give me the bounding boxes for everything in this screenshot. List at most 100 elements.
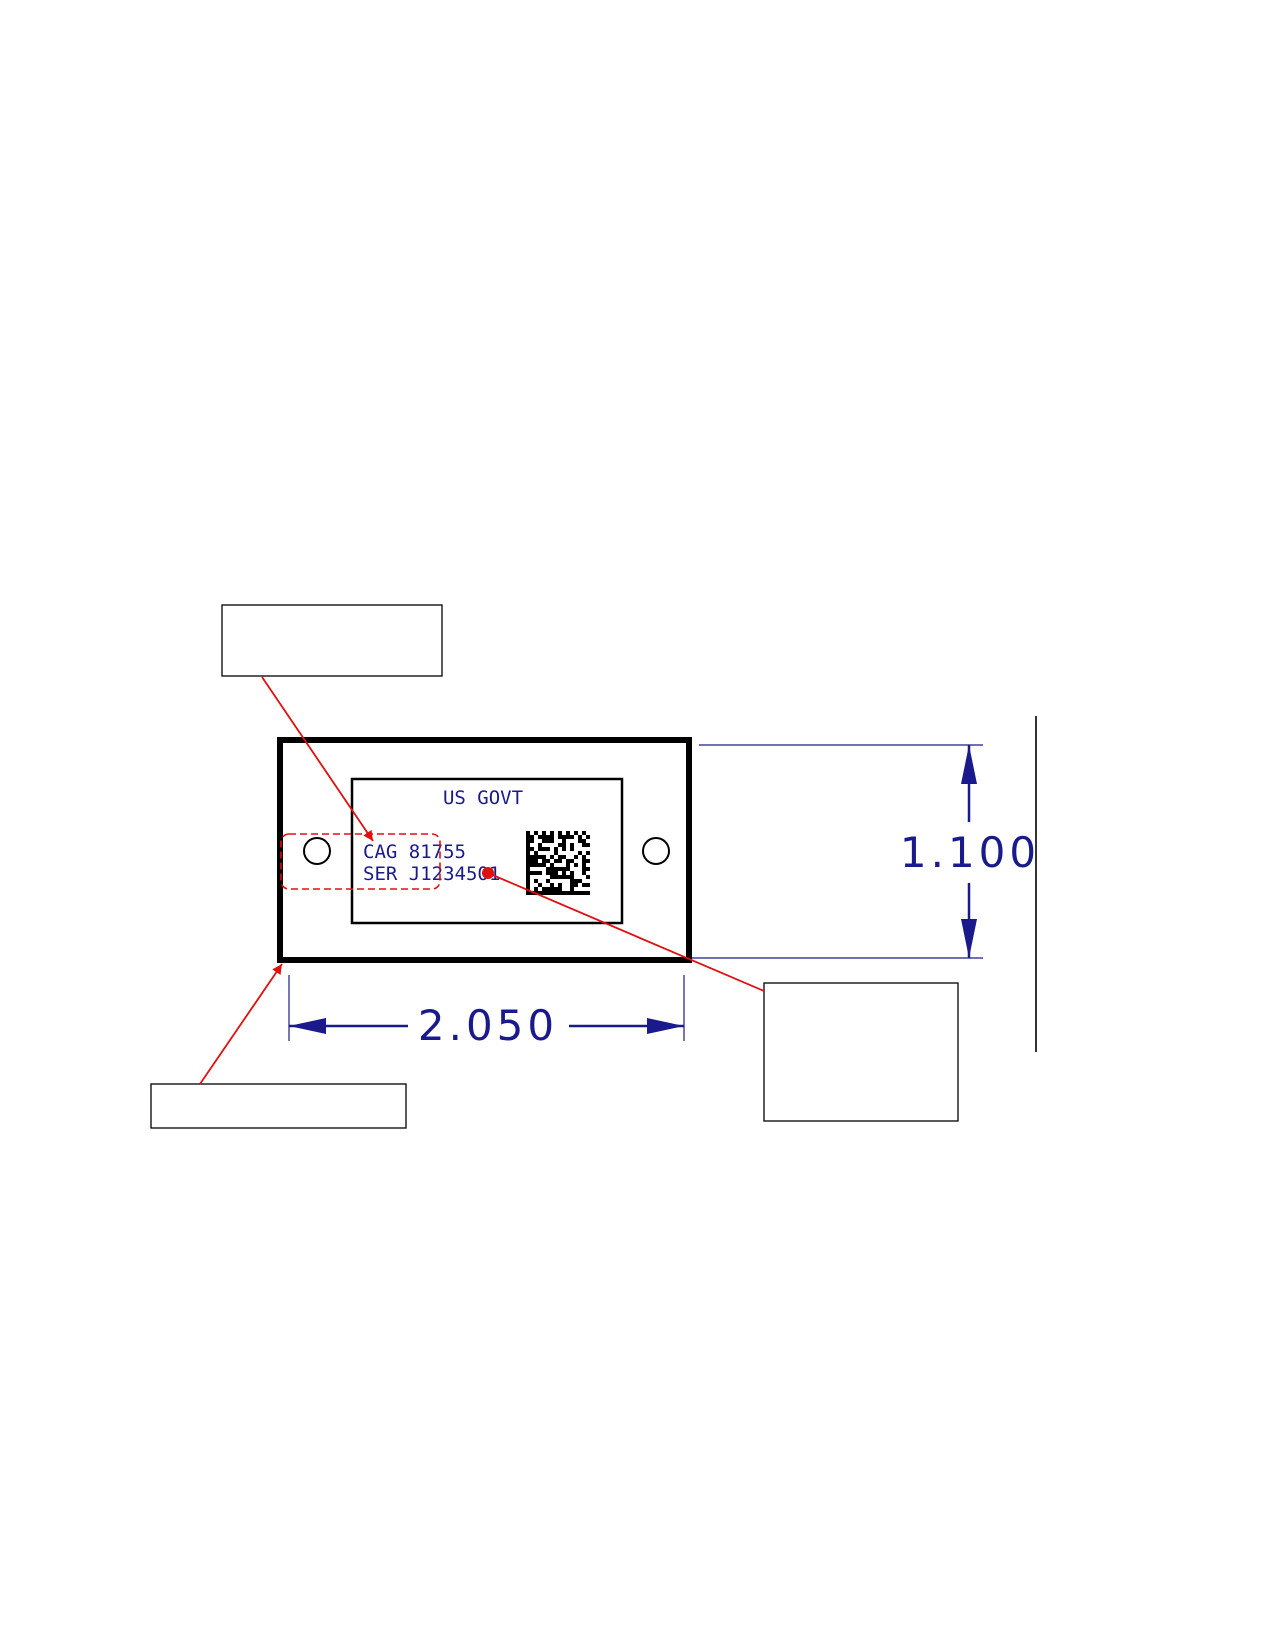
- data-matrix-module: [546, 887, 550, 891]
- data-matrix-module: [566, 891, 570, 895]
- data-matrix-module: [542, 835, 546, 839]
- plate-serial-text: SER J1234501: [363, 863, 500, 885]
- data-matrix-module: [526, 835, 530, 839]
- data-matrix-module: [578, 891, 582, 895]
- data-matrix-module: [582, 867, 586, 871]
- data-matrix-module: [550, 871, 554, 875]
- data-matrix-module: [582, 883, 586, 887]
- data-matrix-module: [566, 859, 570, 863]
- data-matrix-module: [538, 847, 542, 851]
- data-matrix-module: [558, 875, 562, 879]
- data-matrix-module: [586, 843, 590, 847]
- data-matrix-module: [550, 863, 554, 867]
- data-matrix-module: [542, 891, 546, 895]
- data-matrix-module: [562, 847, 566, 851]
- data-matrix-code: [526, 831, 590, 895]
- data-matrix-module: [530, 855, 534, 859]
- data-matrix-module: [566, 863, 570, 867]
- data-matrix-module: [562, 891, 566, 895]
- data-matrix-module: [562, 843, 566, 847]
- data-matrix-module: [562, 867, 566, 871]
- data-matrix-module: [570, 875, 574, 879]
- data-matrix-module: [526, 871, 530, 875]
- data-matrix-module: [586, 859, 590, 863]
- data-matrix-module: [566, 835, 570, 839]
- data-matrix-module: [574, 891, 578, 895]
- data-matrix-module: [570, 843, 574, 847]
- data-matrix-module: [530, 839, 534, 843]
- data-matrix-module: [574, 863, 578, 867]
- height-dimension-value: 1.100: [900, 828, 1040, 877]
- data-matrix-module: [558, 891, 562, 895]
- data-matrix-module: [558, 835, 562, 839]
- data-matrix-module: [578, 839, 582, 843]
- data-matrix-module: [534, 855, 538, 859]
- data-matrix-module: [550, 867, 554, 871]
- data-matrix-module: [526, 855, 530, 859]
- data-matrix-module: [558, 831, 562, 835]
- data-matrix-module: [550, 855, 554, 859]
- data-matrix-module: [562, 839, 566, 843]
- data-matrix-module: [542, 859, 546, 863]
- data-matrix-module: [542, 839, 546, 843]
- data-matrix-module: [538, 883, 542, 887]
- plate-header-text: US GOVT: [443, 787, 523, 809]
- callout-box-bottom-right: [763, 982, 959, 1122]
- data-matrix-module: [582, 843, 586, 847]
- data-matrix-module: [530, 891, 534, 895]
- data-matrix-module: [570, 883, 574, 887]
- data-matrix-module: [546, 839, 550, 843]
- data-matrix-module: [526, 831, 530, 835]
- data-matrix-module: [530, 871, 534, 875]
- data-matrix-module: [546, 859, 550, 863]
- data-matrix-module: [526, 867, 530, 871]
- data-matrix-module: [586, 883, 590, 887]
- data-matrix-module: [530, 859, 534, 863]
- data-matrix-module: [578, 879, 582, 883]
- data-matrix-module: [526, 863, 530, 867]
- data-matrix-module: [578, 851, 582, 855]
- data-matrix-module: [534, 879, 538, 883]
- data-matrix-module: [562, 855, 566, 859]
- highlight-dashed-box: [280, 833, 441, 890]
- data-matrix-module: [542, 887, 546, 891]
- data-matrix-module: [554, 867, 558, 871]
- data-matrix-module: [550, 883, 554, 887]
- data-matrix-module: [526, 887, 530, 891]
- data-matrix-module: [586, 835, 590, 839]
- data-matrix-module: [546, 835, 550, 839]
- data-matrix-module: [554, 851, 558, 855]
- data-matrix-module: [538, 835, 542, 839]
- data-matrix-module: [530, 835, 534, 839]
- data-matrix-module: [570, 859, 574, 863]
- width-arrow-left: [289, 1018, 326, 1034]
- data-matrix-module: [562, 875, 566, 879]
- height-arrow-bottom: [961, 919, 977, 958]
- plate-outer-frame: [277, 737, 692, 963]
- data-matrix-module: [530, 847, 534, 851]
- plate-cag-text: CAG 81755: [363, 841, 466, 863]
- data-matrix-module: [550, 839, 554, 843]
- data-matrix-module: [562, 871, 566, 875]
- leader-dot: [482, 867, 494, 879]
- data-matrix-module: [558, 859, 562, 863]
- callout-box-bottom-left: [150, 1083, 407, 1129]
- data-matrix-module: [554, 847, 558, 851]
- data-matrix-module: [570, 891, 574, 895]
- data-matrix-module: [542, 831, 546, 835]
- data-matrix-module: [578, 835, 582, 839]
- data-matrix-module: [558, 855, 562, 859]
- data-matrix-module: [582, 859, 586, 863]
- data-matrix-module: [582, 831, 586, 835]
- data-matrix-module: [550, 831, 554, 835]
- data-matrix-module: [534, 863, 538, 867]
- height-arrow-top: [961, 745, 977, 784]
- data-matrix-module: [534, 851, 538, 855]
- data-matrix-module: [582, 863, 586, 867]
- data-matrix-module: [550, 891, 554, 895]
- data-matrix-module: [526, 891, 530, 895]
- data-matrix-module: [574, 855, 578, 859]
- data-matrix-module: [526, 859, 530, 863]
- data-matrix-module: [558, 883, 562, 887]
